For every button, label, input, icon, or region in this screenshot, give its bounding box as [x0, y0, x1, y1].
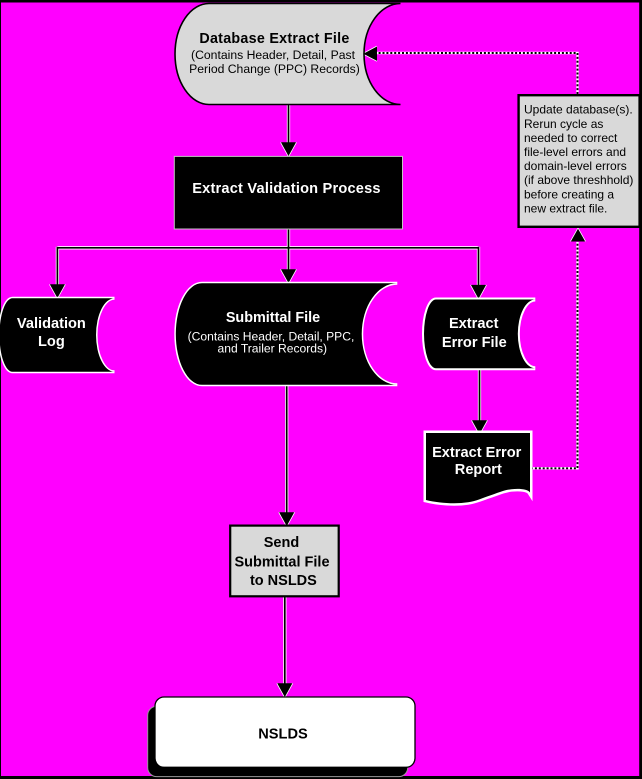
- svg-text:Extract Error: Extract Error: [432, 445, 522, 461]
- svg-text:domain-level errors: domain-level errors: [524, 159, 627, 173]
- svg-text:to NSLDS: to NSLDS: [250, 573, 317, 589]
- svg-text:NSLDS: NSLDS: [258, 726, 308, 742]
- svg-text:needed to correct: needed to correct: [524, 131, 618, 145]
- svg-text:Log: Log: [38, 334, 65, 350]
- svg-text:Validation: Validation: [17, 316, 86, 332]
- svg-text:Period Change (PPC) Records): Period Change (PPC) Records): [189, 62, 360, 76]
- svg-text:Extract Validation Process: Extract Validation Process: [192, 181, 381, 197]
- svg-text:file-level errors and: file-level errors and: [524, 145, 626, 159]
- svg-text:Rerun cycle as: Rerun cycle as: [524, 117, 603, 131]
- svg-text:Extract: Extract: [449, 316, 499, 332]
- svg-text:(if above threshhold): (if above threshhold): [524, 173, 633, 187]
- svg-text:before creating a: before creating a: [524, 187, 614, 201]
- svg-text:Report: Report: [455, 462, 502, 478]
- svg-text:Send: Send: [264, 535, 299, 551]
- svg-text:Update database(s).: Update database(s).: [524, 103, 633, 117]
- svg-text:and Trailer Records): and Trailer Records): [218, 341, 328, 355]
- svg-text:Database Extract File: Database Extract File: [199, 31, 349, 47]
- svg-text:Error File: Error File: [442, 335, 507, 351]
- svg-text:new extract file.: new extract file.: [524, 201, 607, 215]
- svg-text:(Contains Header, Detail, Past: (Contains Header, Detail, Past: [191, 48, 356, 62]
- svg-text:Submittal File: Submittal File: [226, 310, 320, 326]
- svg-text:(Contains Header, Detail, PPC,: (Contains Header, Detail, PPC,: [188, 329, 355, 343]
- svg-text:Submittal File: Submittal File: [234, 555, 329, 571]
